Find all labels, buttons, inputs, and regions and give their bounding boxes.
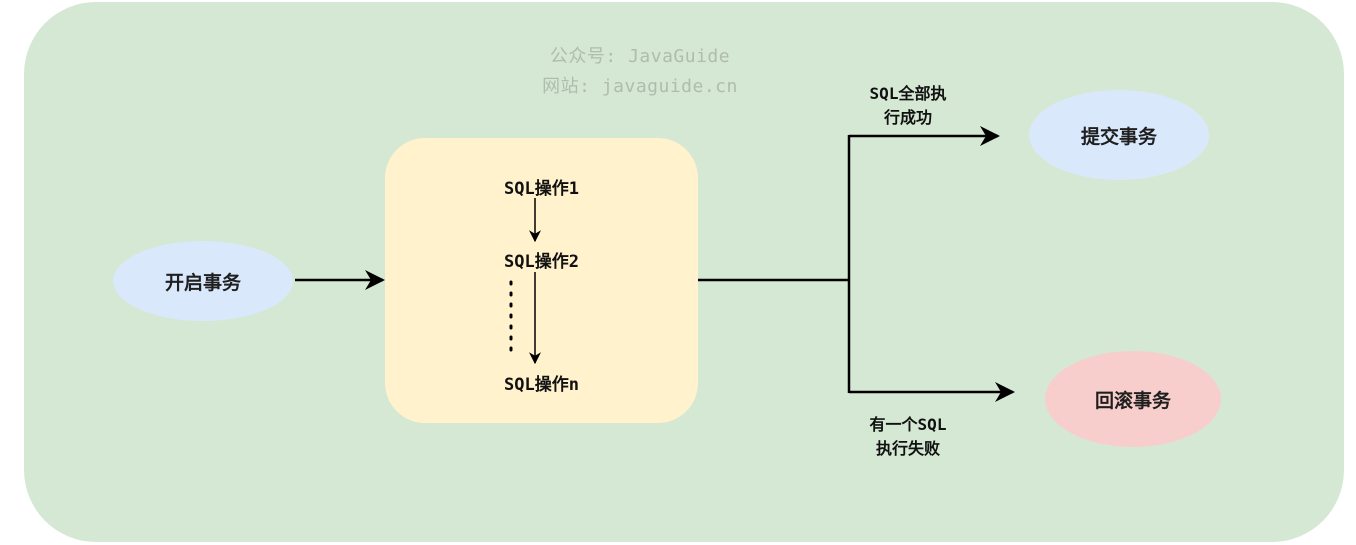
fail-edge-label: 有一个SQL 执行失败 [828,413,988,461]
sql-operation-2: SQL操作2 [504,252,579,272]
watermark-website: 网站: javaguide.cn [542,76,738,97]
sql-operation-1: SQL操作1 [504,179,579,199]
rollback-transaction-label: 回滚事务 [1094,389,1171,412]
fail-edge-label-line2: 执行失败 [875,439,940,458]
sql-operation-n: SQL操作n [504,375,579,395]
commit-transaction-label: 提交事务 [1080,125,1157,148]
sql-operations-box [385,138,698,423]
success-edge-label-line2: 行成功 [883,108,932,127]
fail-edge-label-line1: 有一个SQL [869,415,947,434]
rollback-transaction-node: 回滚事务 [1045,351,1221,447]
watermark-wechat: 公众号: JavaGuide [549,46,731,67]
success-edge-label-line1: SQL全部执 [869,84,947,103]
start-transaction-node: 开启事务 [113,241,293,321]
commit-transaction-node: 提交事务 [1029,90,1209,180]
success-edge-label: SQL全部执 行成功 [828,82,988,130]
start-transaction-label: 开启事务 [164,271,241,294]
